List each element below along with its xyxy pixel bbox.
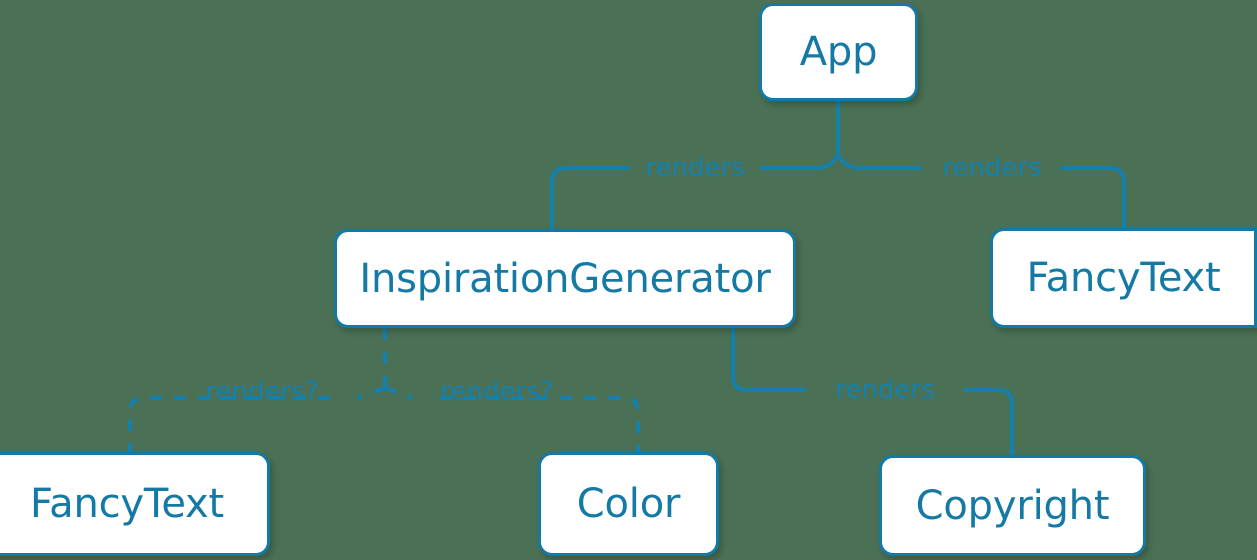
connector-app-fancytext-b [1060, 166, 1126, 228]
edge-label-ig-copyright: renders [835, 375, 935, 405]
node-fancytext-right[interactable]: FancyText [990, 228, 1257, 328]
node-fancytext-left-label: FancyText [30, 481, 224, 527]
node-copyright-label: Copyright [915, 482, 1110, 529]
connector-ig-copyright-b [964, 388, 1014, 455]
connector-ig-color-b [440, 396, 640, 452]
connector-ig-fancytext-b [128, 396, 330, 452]
connector-ig-copyright-a [731, 328, 806, 392]
node-app[interactable]: App [759, 3, 918, 101]
node-inspiration-generator-label: InspirationGenerator [359, 255, 771, 302]
connector-ig-fancytext-a [357, 386, 386, 400]
node-color[interactable]: Color [538, 452, 719, 556]
node-color-label: Color [576, 481, 681, 527]
node-inspiration-generator[interactable]: InspirationGenerator [334, 229, 796, 328]
node-fancytext-left[interactable]: FancyText [0, 452, 270, 556]
connector-app-fancytext-a [836, 153, 922, 170]
connector-ig-color-a [384, 386, 413, 400]
connector-app-inspiration-b [550, 166, 630, 229]
edge-label-ig-color: renders? [440, 377, 554, 407]
node-app-label: App [799, 29, 878, 75]
edge-label-app-inspiration: renders [645, 153, 745, 183]
edge-label-ig-fancytext: renders? [205, 377, 319, 407]
edge-label-app-fancytext: renders [942, 153, 1042, 183]
node-fancytext-right-label: FancyText [1026, 255, 1221, 301]
node-copyright[interactable]: Copyright [879, 455, 1146, 556]
connector-app-inspiration-a [760, 153, 840, 170]
